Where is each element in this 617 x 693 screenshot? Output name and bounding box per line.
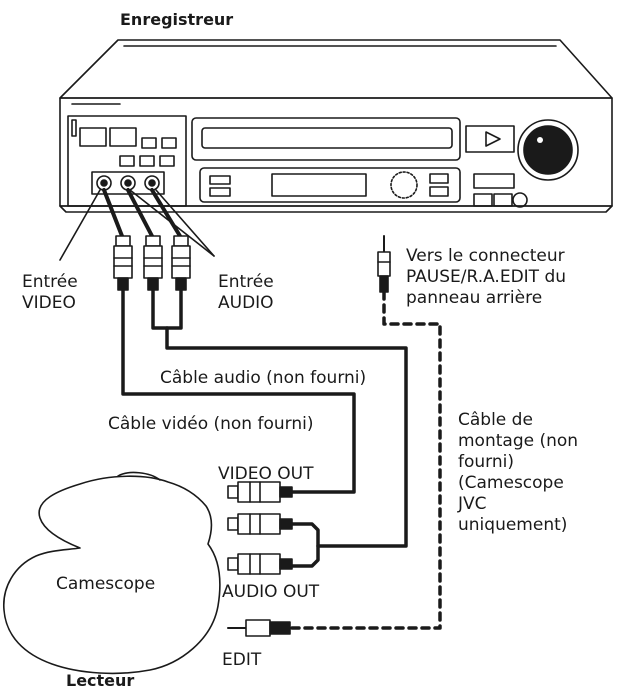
vcr-left-control-panel	[67, 115, 187, 207]
video-cable-stub	[102, 188, 124, 238]
jog-shuttle-outer	[517, 119, 579, 181]
video-cable	[121, 288, 356, 494]
camcorder-top-detail	[117, 471, 161, 481]
pause-edit-plug	[377, 235, 391, 293]
rewind-button	[473, 193, 493, 207]
stop-button	[473, 173, 515, 189]
audio-cable-stub-left	[126, 188, 154, 238]
display-button-4	[429, 186, 449, 197]
video-in-label: Entrée VIDEO	[22, 272, 78, 313]
audio-in-jack-left-core	[124, 179, 132, 187]
edit-label: EDIT	[222, 650, 262, 670]
vcr-recorder	[59, 39, 613, 213]
display-button-2	[209, 187, 231, 197]
video-out-label: VIDEO OUT	[218, 464, 314, 484]
camcorder-edit-plug	[227, 619, 291, 637]
vcr-front-shadow	[59, 205, 613, 213]
channel-up-button	[161, 137, 177, 149]
play-button-frame	[465, 125, 515, 153]
vcr-top-panel	[59, 39, 613, 99]
eject-button	[109, 127, 137, 147]
power-button	[79, 127, 107, 147]
edit-cable	[288, 290, 442, 630]
audio-cable	[165, 326, 408, 548]
player-title: Lecteur	[66, 671, 135, 690]
camcorder-audio-plug-2	[227, 553, 293, 575]
camcorder-label: Camescope	[56, 574, 156, 594]
ffwd-button	[493, 193, 513, 207]
display-button-1	[209, 175, 231, 185]
channel-down-button	[141, 137, 157, 149]
recorder-title: Enregistreur	[120, 10, 234, 29]
camcorder-outline	[3, 475, 221, 675]
display-button-3	[429, 173, 449, 184]
audio-cable-split	[288, 522, 320, 568]
audio-cable-label: Câble audio (non fourni)	[160, 368, 367, 388]
video-in-jack-core	[100, 179, 108, 187]
camcorder-audio-plug-1	[227, 513, 293, 535]
audio-in-leader-right	[155, 189, 215, 257]
audio-cable-join	[151, 288, 183, 330]
display-panel	[199, 167, 461, 203]
audio-cable-stub-right	[150, 188, 182, 238]
video-cable-label: Câble vidéo (non fourni)	[108, 414, 314, 434]
panel-button-3	[159, 155, 175, 167]
audio-in-label: Entrée AUDIO	[218, 272, 274, 313]
remote-sensor	[390, 171, 418, 199]
display-window	[271, 173, 367, 197]
cassette-door	[191, 117, 461, 161]
video-in-leader	[59, 189, 101, 261]
panel-button-2	[139, 155, 155, 167]
vcr-side-plugs	[113, 235, 191, 291]
panel-button-1	[119, 155, 135, 167]
small-knob	[512, 192, 528, 208]
jog-shuttle-dot	[537, 137, 543, 143]
cassette-slot	[201, 127, 453, 149]
camcorder-video-plug	[227, 481, 293, 503]
edit-cable-label: Câble de montage (non fourni) (Camescope…	[458, 410, 579, 535]
audio-in-jack-right-core	[148, 179, 156, 187]
pause-edit-label: Vers le connecteur PAUSE/R.A.EDIT du pan…	[406, 246, 567, 308]
side-slot	[71, 119, 77, 137]
play-icon	[485, 131, 501, 147]
jog-shuttle-inner	[523, 125, 573, 175]
audio-out-label: AUDIO OUT	[222, 582, 320, 602]
